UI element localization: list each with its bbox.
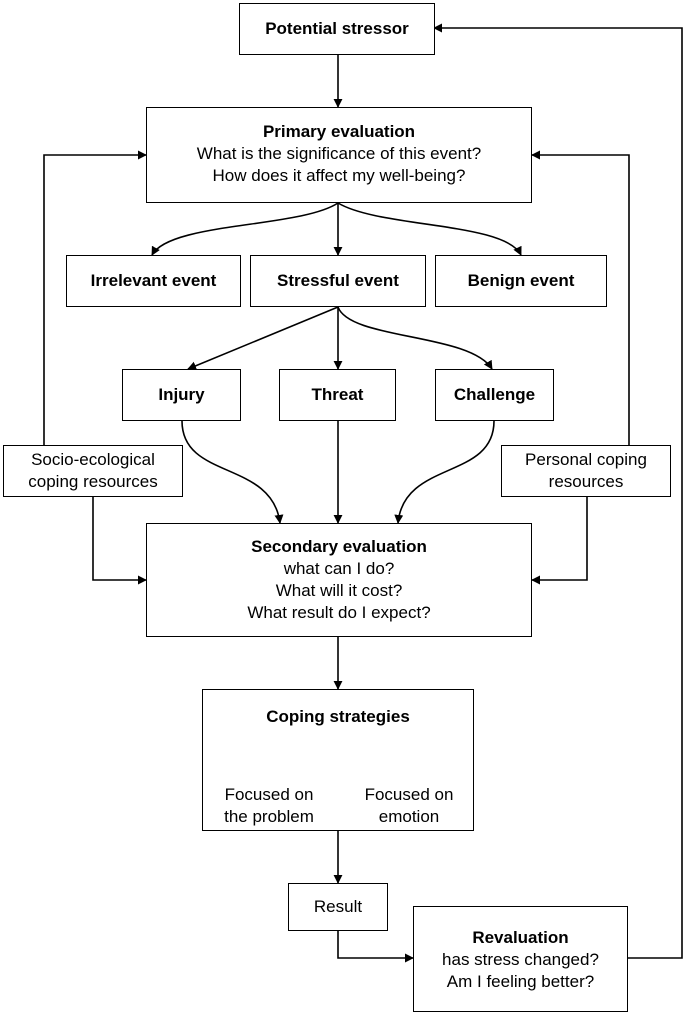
personal-resources-line-2: resources xyxy=(548,472,624,491)
result-label: Result xyxy=(313,897,363,916)
secondary-question-1: what can I do? xyxy=(283,559,395,578)
primary-question-2: How does it affect my well-being? xyxy=(212,166,466,185)
primary-question-1: What is the significance of this event? xyxy=(196,144,482,163)
coping-title: Coping strategies xyxy=(266,707,410,726)
irrelevant-event-box: Irrelevant event xyxy=(66,255,241,307)
primary-title: Primary evaluation xyxy=(262,122,416,141)
arrow-primary-to-benign xyxy=(337,202,522,256)
challenge-label: Challenge xyxy=(453,385,536,404)
revaluation-question-2: Am I feeling better? xyxy=(446,972,595,991)
arrow-result-to-revaluation xyxy=(337,931,414,963)
arrow-stressful-to-challenge xyxy=(337,306,493,370)
primary-evaluation-box: Primary evaluation What is the significa… xyxy=(146,107,532,203)
coping-problem-line-2: the problem xyxy=(224,807,314,826)
secondary-question-3: What result do I expect? xyxy=(247,603,431,622)
benign-event-box: Benign event xyxy=(435,255,607,307)
stressful-event-label: Stressful event xyxy=(277,271,399,290)
stressful-event-box: Stressful event xyxy=(250,255,426,307)
irrelevant-event-label: Irrelevant event xyxy=(90,271,217,290)
arrow-socio-to-secondary xyxy=(92,495,147,585)
arrow-stressful-to-injury xyxy=(187,306,339,371)
arrow-injury-to-secondary xyxy=(181,420,284,524)
socio-ecological-resources-box: Socio-ecological coping resources xyxy=(3,445,183,497)
secondary-question-2: What will it cost? xyxy=(275,581,403,600)
arrow-primary-to-irrelevant xyxy=(151,202,339,256)
revaluation-box: Revaluation has stress changed? Am I fee… xyxy=(413,906,628,1012)
challenge-box: Challenge xyxy=(435,369,554,421)
arrow-revaluation-to-stressor xyxy=(433,23,683,959)
coping-emotion-line-1: Focused on xyxy=(364,785,454,804)
arrow-challenge-to-secondary xyxy=(394,420,495,524)
revaluation-question-1: has stress changed? xyxy=(442,950,599,969)
secondary-title: Secondary evaluation xyxy=(251,537,427,556)
socio-resources-line-1: Socio-ecological xyxy=(31,450,155,469)
stressor-label: Potential stressor xyxy=(265,19,409,38)
socio-resources-line-2: coping resources xyxy=(28,472,158,491)
benign-event-label: Benign event xyxy=(467,271,575,290)
stressor-box: Potential stressor xyxy=(239,3,435,55)
result-box: Result xyxy=(288,883,388,931)
injury-label: Injury xyxy=(158,385,205,404)
injury-box: Injury xyxy=(122,369,241,421)
coping-problem-line-1: Focused on xyxy=(224,785,314,804)
personal-resources-line-1: Personal coping xyxy=(525,450,647,469)
personal-resources-box: Personal coping resources xyxy=(501,445,671,497)
arrow-personal-to-secondary xyxy=(531,495,588,585)
arrow-socio-to-primary xyxy=(43,150,147,445)
arrow-personal-to-primary xyxy=(531,150,630,445)
threat-box: Threat xyxy=(279,369,396,421)
revaluation-title: Revaluation xyxy=(472,928,569,947)
secondary-evaluation-box: Secondary evaluation what can I do? What… xyxy=(146,523,532,637)
threat-label: Threat xyxy=(311,385,364,404)
coping-emotion-line-2: emotion xyxy=(378,807,440,826)
coping-strategies-box: Coping strategies Focused on the problem… xyxy=(202,689,474,831)
